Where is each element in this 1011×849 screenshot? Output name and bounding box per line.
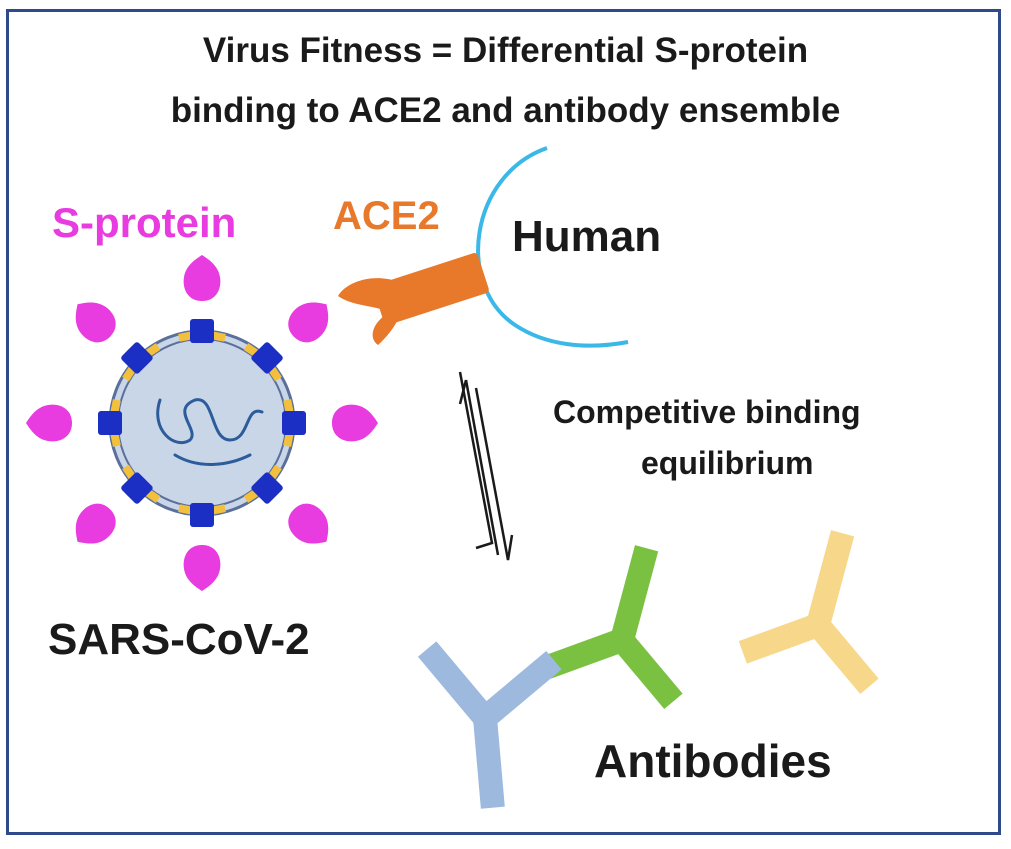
envelope-protein [212,504,226,515]
title-line-2: binding to ACE2 and antibody ensemble [170,91,841,130]
envelope-protein [178,331,192,342]
membrane-protein [282,411,306,435]
s-protein-spike [75,302,116,343]
virus-icon [26,255,378,591]
human-label: Human [512,212,662,261]
envelope-protein [268,366,282,382]
s-protein-spike [288,503,329,544]
membrane-protein [190,503,214,527]
equilibrium-label-line-1: Competitive binding [553,394,861,430]
membrane-protein [121,342,153,374]
envelope-protein [122,464,136,480]
envelope-protein [110,433,121,447]
s-protein-spike [75,503,116,544]
s-protein-spike [183,545,221,591]
envelope-protein [212,331,226,342]
envelope-protein [268,464,282,480]
antibody-icon [542,545,683,709]
s-protein-spike [332,404,378,442]
envelope-protein [122,366,136,382]
membrane-protein [190,319,214,343]
s-protein-label: S-protein [52,199,237,246]
membrane-protein [251,472,283,504]
title-line-1: Virus Fitness = Differential S-protein [202,31,809,70]
s-protein-spike [26,404,72,442]
virus-label: SARS-CoV-2 [48,615,310,664]
envelope-protein [243,489,259,503]
membrane-protein [98,411,122,435]
envelope-protein [283,399,294,413]
membrane-protein [121,472,153,504]
envelope-protein [283,433,294,447]
ace2-label: ACE2 [333,194,440,238]
membrane-protein [251,342,283,374]
s-protein-spike [288,302,329,343]
antibody-icon [738,530,879,694]
envelope-protein [243,343,259,357]
envelope-protein [145,489,161,503]
envelope-protein [178,504,192,515]
s-protein-spike [183,255,221,301]
cell-membrane-icon [476,146,629,348]
envelope-protein [145,343,161,357]
antibody-icon [417,641,562,809]
rna-strand [156,398,264,466]
equilibrium-label-line-2: equilibrium [641,445,814,481]
equilibrium-arrows-icon [458,371,514,561]
ace2-receptor-icon [338,253,489,345]
envelope-protein [110,399,121,413]
antibodies-label: Antibodies [594,735,832,787]
